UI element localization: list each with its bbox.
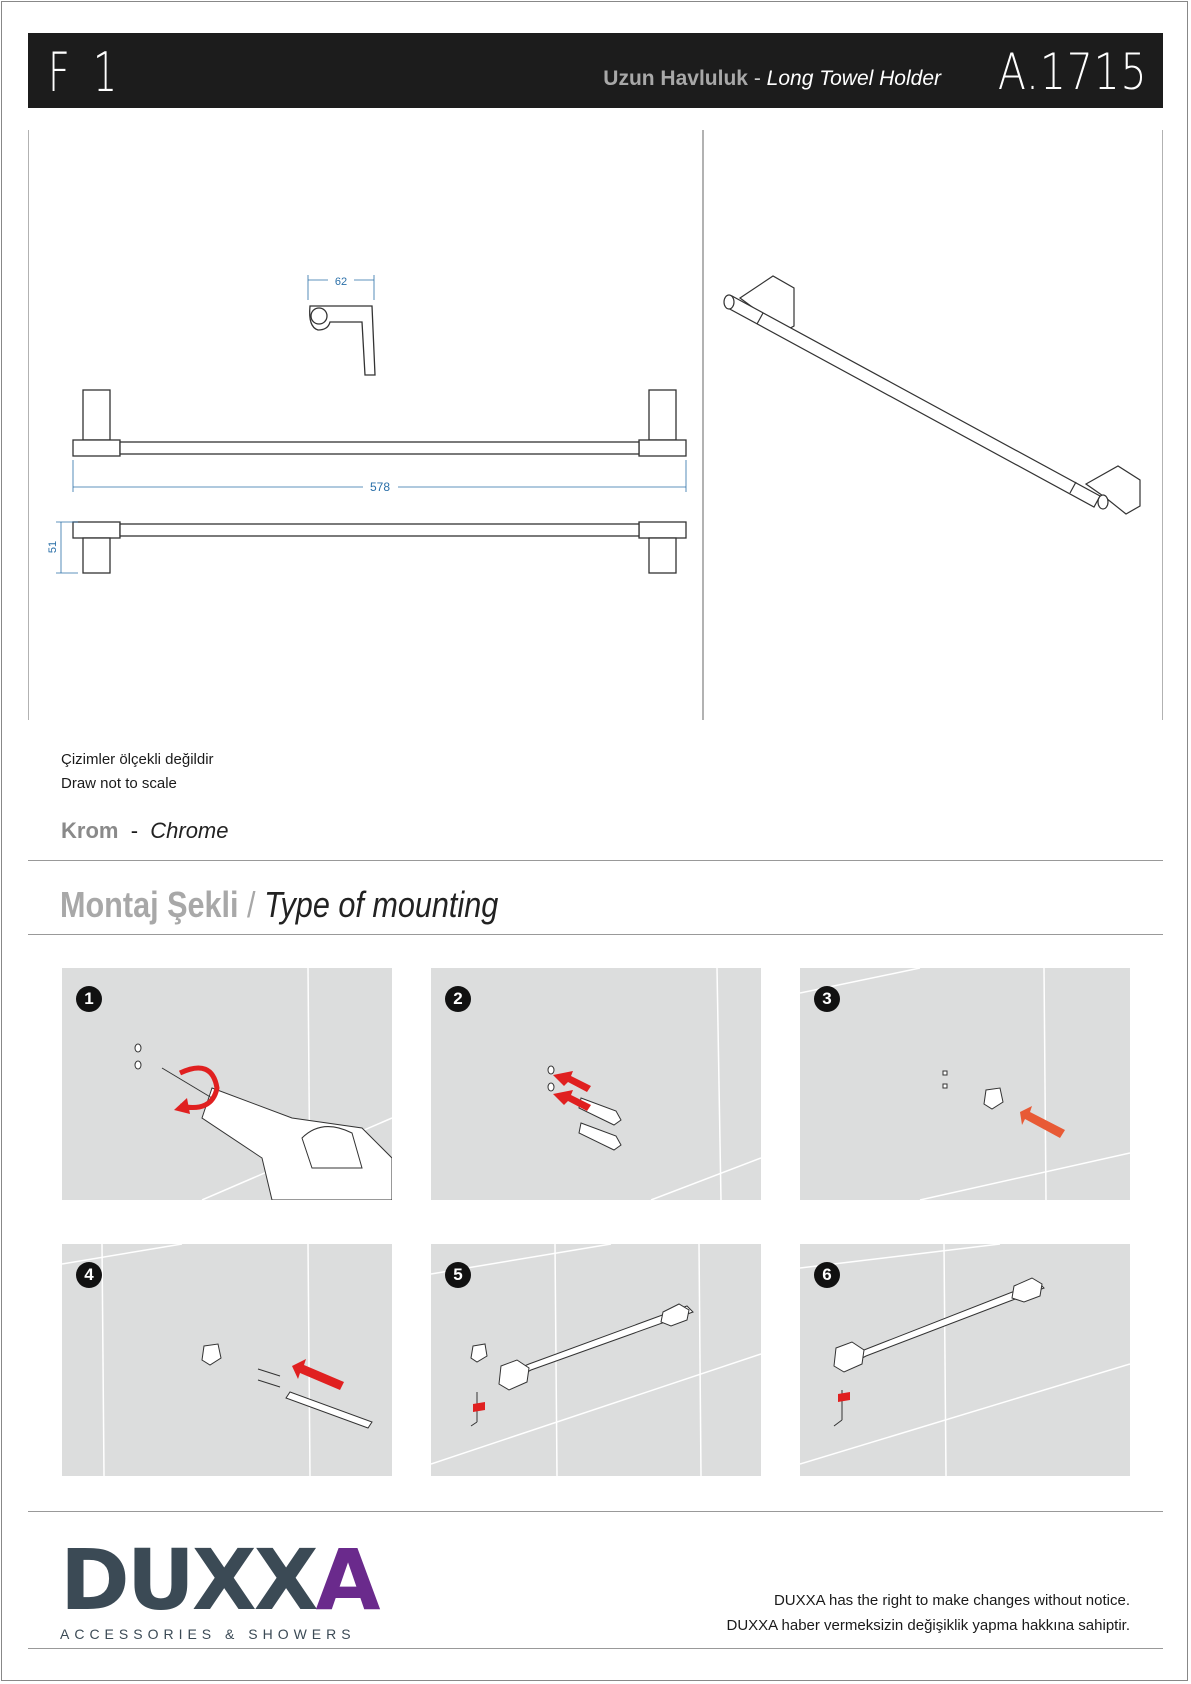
mounting-title-tr: Montaj Şekli: [60, 884, 239, 925]
product-code: A.1715: [997, 43, 1147, 101]
mounting-title: Montaj Şekli / Type of mounting: [60, 884, 498, 926]
note-en: Draw not to scale: [61, 775, 177, 792]
divider: [28, 934, 1163, 935]
note-tr: Çizimler ölçekli değildir: [61, 751, 214, 768]
brand-tagline: ACCESSORIES & SHOWERS: [60, 1626, 356, 1642]
title-separator: -: [753, 67, 761, 90]
mounting-step-4: 4: [62, 1244, 392, 1476]
step-number: 4: [76, 1262, 102, 1288]
step-number: 5: [445, 1262, 471, 1288]
divider: [28, 1511, 1163, 1512]
scale-notes: Çizimler ölçekli değildir Draw not to sc…: [61, 748, 214, 796]
finish-separator: -: [130, 818, 139, 843]
brand-wordmark-main: DUXX: [60, 1531, 318, 1629]
step-number: 3: [814, 986, 840, 1012]
mounting-title-separator: /: [247, 884, 256, 925]
product-title: Uzun Havluluk - Long Towel Holder: [603, 67, 941, 91]
step-number: 2: [445, 986, 471, 1012]
disclaimer: DUXXA has the right to make changes with…: [726, 1588, 1130, 1638]
series-name: F 1: [48, 41, 123, 104]
finish-en: Chrome: [150, 818, 229, 843]
disclaimer-en: DUXXA has the right to make changes with…: [773, 1592, 1130, 1609]
step-4-illustration: [62, 1244, 373, 1476]
divider: [28, 1648, 1163, 1649]
step-3-illustration: [800, 968, 1130, 1200]
product-title-en: Long Towel Holder: [766, 67, 941, 90]
mounting-step-6: 6: [800, 1244, 1130, 1476]
finish-tr: Krom: [61, 818, 119, 843]
front-view: [72, 389, 687, 457]
side-view: [309, 305, 376, 376]
dim-depth: 62: [335, 276, 347, 288]
technical-drawing: 62 578: [28, 130, 1163, 720]
step-1-illustration: [134, 968, 392, 1200]
finish-label: Krom - Chrome: [61, 818, 229, 844]
dim-length: 578: [370, 480, 390, 494]
step-5-illustration: [431, 1244, 761, 1476]
step-number: 6: [814, 1262, 840, 1288]
mounting-step-5: 5: [431, 1244, 761, 1476]
mounting-step-2: 2: [431, 968, 761, 1200]
step-6-illustration: [800, 1244, 1130, 1476]
brand-wordmark-accent: A: [315, 1531, 380, 1629]
mounting-step-1: 1: [62, 968, 392, 1200]
header-bar: F 1 Uzun Havluluk - Long Towel Holder A.…: [28, 33, 1163, 108]
brand-wordmark: DUXXA: [60, 1538, 380, 1622]
step-number: 1: [76, 986, 102, 1012]
step-2-illustration: [547, 968, 761, 1200]
disclaimer-tr: DUXXA haber vermeksizin değişiklik yapma…: [726, 1617, 1130, 1634]
top-view: [72, 521, 687, 574]
mounting-title-en: Type of mounting: [264, 884, 499, 925]
drawing-canvas: 62 578: [28, 130, 1163, 720]
perspective-view: [723, 275, 1141, 515]
dim-height: 51: [47, 541, 59, 553]
brand-logo: DUXXA ACCESSORIES & SHOWERS: [60, 1538, 380, 1642]
mounting-step-3: 3: [800, 968, 1130, 1200]
product-title-tr: Uzun Havluluk: [603, 67, 748, 90]
divider: [28, 860, 1163, 861]
